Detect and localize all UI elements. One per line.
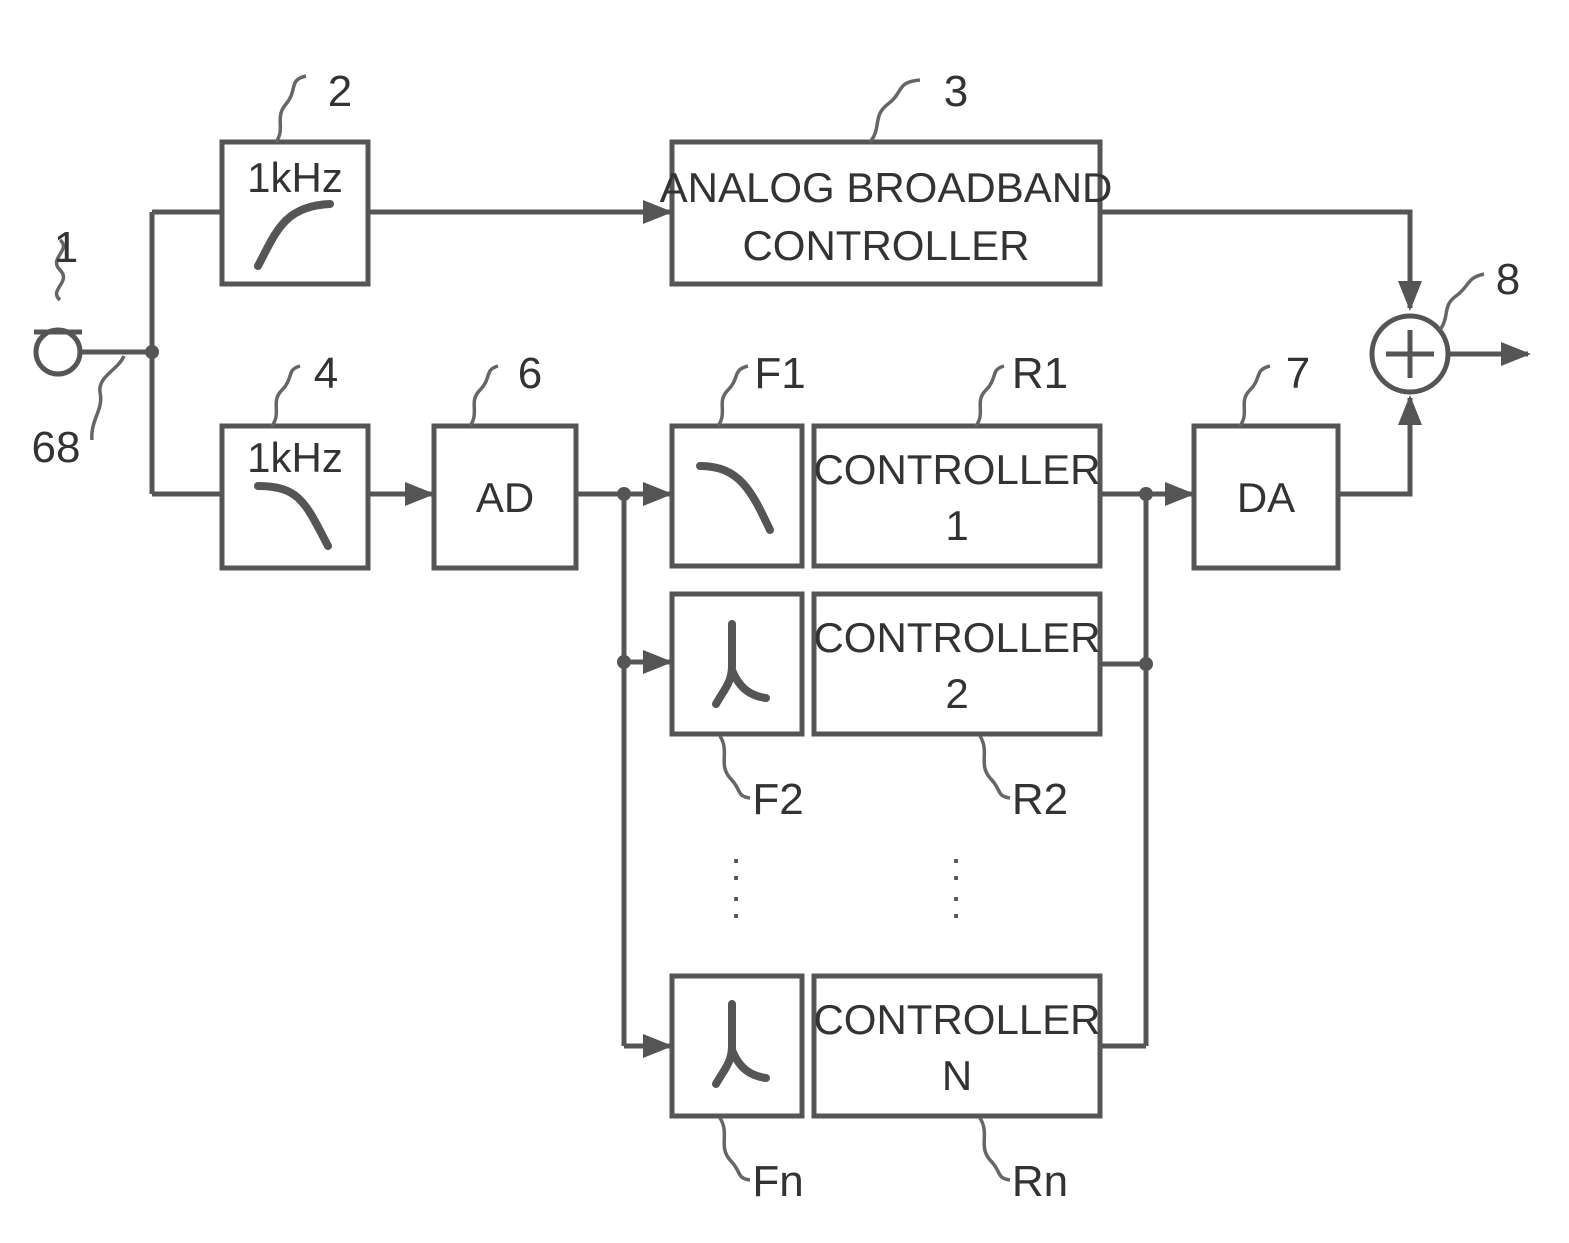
ref-da: 7 bbox=[1286, 349, 1310, 398]
ref-f2: F2 bbox=[752, 775, 803, 824]
summing-junction bbox=[1372, 316, 1448, 392]
filter-f1-block bbox=[672, 426, 802, 566]
ref-broadband: 3 bbox=[944, 67, 968, 116]
ad-converter-block: AD bbox=[434, 426, 576, 568]
da-converter-block: DA bbox=[1194, 426, 1338, 568]
ellipsis-marks: : : : : bbox=[730, 845, 961, 927]
controller-2-block: CONTROLLER 2 bbox=[813, 594, 1100, 734]
microphone-symbol bbox=[34, 330, 82, 374]
controller-1-line1: CONTROLLER bbox=[813, 446, 1100, 493]
signal-wires bbox=[82, 212, 1528, 1046]
highpass-frequency: 1kHz bbox=[247, 154, 343, 201]
ref-mic: 1 bbox=[54, 223, 78, 272]
filter-f2-block bbox=[672, 594, 802, 734]
ref-highpass: 2 bbox=[328, 67, 352, 116]
controller-1-line2: 1 bbox=[945, 502, 968, 549]
da-label: DA bbox=[1237, 474, 1295, 521]
filter-fn-block bbox=[672, 976, 802, 1116]
ref-ad: 6 bbox=[518, 349, 542, 398]
controller-2-line2: 2 bbox=[945, 670, 968, 717]
broadband-line1: ANALOG BROADBAND bbox=[660, 164, 1113, 211]
ref-sum: 8 bbox=[1496, 255, 1520, 304]
ref-r2: R2 bbox=[1012, 775, 1068, 824]
analog-broadband-controller-block: ANALOG BROADBAND CONTROLLER bbox=[660, 142, 1113, 284]
ref-wire: 68 bbox=[32, 423, 81, 472]
ref-rn: Rn bbox=[1012, 1157, 1068, 1206]
controller-2-line1: CONTROLLER bbox=[813, 614, 1100, 661]
controller-n-line1: CONTROLLER bbox=[813, 996, 1100, 1043]
ref-r1: R1 bbox=[1012, 349, 1068, 398]
filters-ellipsis-2: : bbox=[730, 883, 741, 927]
ref-fn: Fn bbox=[752, 1157, 803, 1206]
controller-n-line2: N bbox=[942, 1052, 972, 1099]
ref-f1: F1 bbox=[754, 349, 805, 398]
highpass-filter-block: 1kHz bbox=[222, 142, 368, 284]
ref-lowpass: 4 bbox=[314, 349, 338, 398]
ad-label: AD bbox=[476, 474, 534, 521]
controller-n-block: CONTROLLER N bbox=[813, 976, 1100, 1116]
controller-1-block: CONTROLLER 1 bbox=[813, 426, 1100, 566]
broadband-line2: CONTROLLER bbox=[742, 222, 1029, 269]
lowpass-frequency: 1kHz bbox=[247, 434, 343, 481]
controllers-ellipsis-2: : bbox=[950, 883, 961, 927]
lowpass-filter-block: 1kHz bbox=[222, 426, 368, 568]
